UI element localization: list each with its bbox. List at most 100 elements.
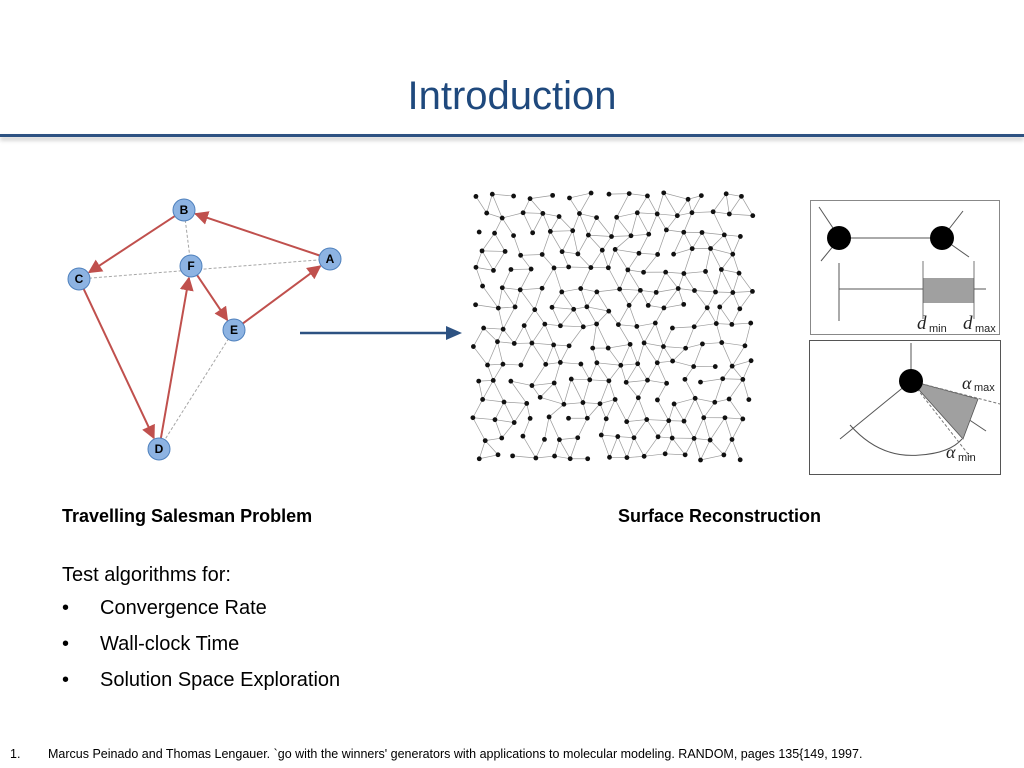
mesh-point	[652, 320, 658, 326]
mesh-edge	[558, 216, 573, 231]
graph-node-d: D	[147, 437, 171, 461]
mesh-edge	[677, 199, 689, 216]
mesh-edge	[709, 439, 725, 456]
mesh-edge	[614, 235, 632, 250]
mesh-point	[681, 229, 687, 235]
mesh-point	[594, 321, 599, 327]
mesh-edge	[569, 197, 580, 214]
mesh-edge	[683, 212, 693, 233]
mesh-edge	[551, 307, 561, 326]
mesh-edge	[475, 266, 494, 271]
mesh-edge	[629, 344, 639, 364]
mesh-edge	[728, 379, 744, 400]
mesh-point	[511, 193, 517, 199]
d-max-symbol: d	[963, 313, 973, 334]
mesh-edge	[531, 342, 554, 346]
mesh-edge	[626, 455, 645, 458]
mesh-edge	[672, 326, 695, 329]
mesh-point	[578, 361, 584, 367]
mesh-edge	[638, 252, 658, 255]
mesh-point	[636, 250, 642, 256]
mesh-edge	[573, 309, 584, 327]
mesh-edge	[637, 397, 648, 420]
mesh-edge	[664, 437, 673, 454]
mesh-edge	[716, 323, 732, 325]
mesh-edge	[731, 345, 746, 367]
mesh-edge	[721, 342, 745, 347]
mesh-point	[674, 213, 680, 219]
mesh-point	[597, 401, 603, 407]
mesh-point	[508, 267, 514, 272]
mesh-edge	[493, 251, 506, 271]
mesh-point	[689, 246, 695, 252]
dashed-edge-e-d	[158, 329, 235, 450]
mesh-edge	[683, 248, 693, 274]
mesh-point	[578, 286, 584, 291]
mesh-edge	[657, 360, 673, 364]
mesh-edge	[671, 437, 686, 456]
graph-node-label: D	[155, 442, 164, 456]
mesh-edge	[628, 290, 641, 306]
mesh-edge	[738, 272, 753, 292]
mesh-edge	[636, 195, 648, 213]
mesh-point	[720, 376, 726, 382]
mesh-edge	[548, 404, 565, 418]
mesh-point	[577, 211, 582, 216]
mesh-edge	[605, 399, 616, 419]
mesh-edge	[589, 379, 609, 382]
mesh-point	[661, 190, 667, 196]
mesh-edge	[657, 229, 667, 255]
mesh-point	[539, 252, 545, 257]
mesh-point	[635, 395, 641, 401]
mesh-edge	[742, 379, 750, 400]
mesh-edge	[551, 291, 563, 308]
mesh-point	[527, 196, 533, 202]
mesh-edge	[482, 380, 494, 400]
mesh-edge	[534, 288, 543, 310]
mesh-point	[557, 437, 562, 443]
mesh-edge	[501, 269, 512, 288]
mesh-edge	[637, 380, 648, 398]
graph-node-circle	[67, 267, 91, 291]
mesh-edge	[554, 455, 571, 460]
mesh-point	[521, 323, 527, 329]
mesh-edge	[497, 287, 503, 309]
mesh-edge	[577, 418, 588, 438]
mesh-edge	[561, 230, 574, 252]
mesh-edge	[478, 381, 483, 400]
mesh-point	[641, 269, 646, 275]
mesh-edge	[655, 272, 666, 293]
mesh-edge	[713, 211, 730, 215]
mesh-edge	[627, 269, 644, 273]
mesh-edge	[596, 362, 621, 366]
mesh-point	[664, 380, 670, 386]
mesh-edge	[580, 267, 592, 289]
mesh-edge	[648, 305, 664, 309]
mesh-edge	[626, 379, 648, 383]
title-divider	[0, 134, 1024, 137]
mesh-edge	[483, 327, 504, 330]
mesh-edge	[693, 343, 703, 367]
mesh-edge	[626, 397, 639, 422]
mesh-point	[710, 209, 716, 215]
mesh-edge	[520, 254, 543, 256]
mesh-point	[681, 301, 687, 307]
mesh-point	[726, 396, 732, 402]
mesh-edge	[618, 324, 637, 327]
mesh-edge	[580, 288, 588, 307]
mesh-edge	[497, 341, 504, 365]
mesh-edge	[560, 309, 574, 326]
mesh-edge	[672, 360, 694, 367]
mesh-edge	[487, 364, 494, 381]
mesh-edge	[548, 416, 560, 440]
mesh-point	[551, 342, 557, 348]
mesh-edge	[695, 397, 715, 403]
mesh-point	[580, 324, 586, 330]
mesh-point	[559, 289, 565, 295]
mesh-edge	[561, 288, 581, 293]
mesh-edge	[487, 363, 503, 366]
mesh-edge	[551, 306, 574, 310]
mesh-edge	[497, 308, 504, 330]
mesh-point	[746, 397, 752, 402]
